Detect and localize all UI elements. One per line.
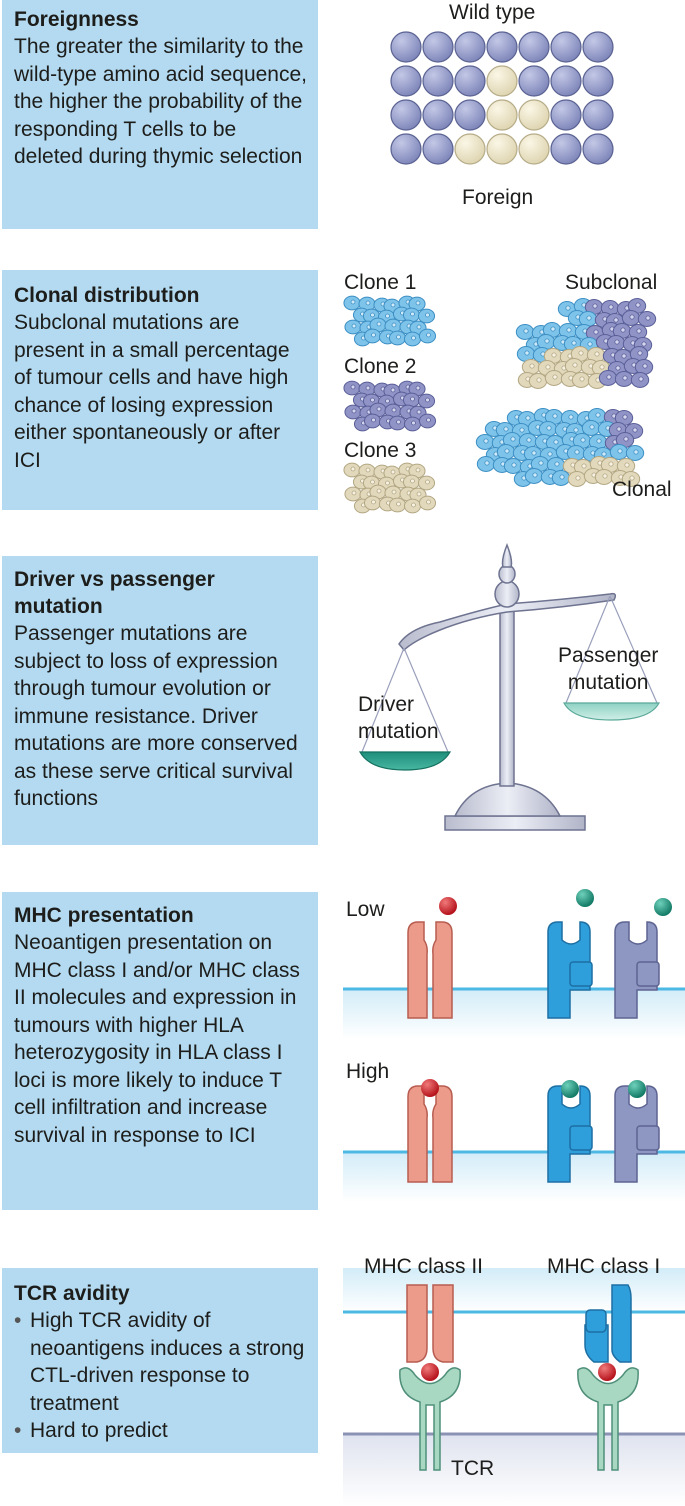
foreign-residue <box>454 133 486 165</box>
clone-3-label: Clone 3 <box>344 439 417 462</box>
panel-foreignness: Foreignness The greater the similarity t… <box>2 0 318 229</box>
panel-clonal-distribution: Clonal distribution Subclonal mutations … <box>2 270 318 510</box>
amino-acid-bead-rows <box>390 31 614 165</box>
label-line: Driver <box>358 693 414 716</box>
scale-finial <box>501 542 513 568</box>
wild-type-residue <box>390 99 422 131</box>
peptide <box>421 1079 439 1097</box>
panel-title: MHC presentation <box>14 904 194 927</box>
bullet-list: High TCR avidity of neoantigens induces … <box>14 1307 308 1445</box>
wild-type-residue <box>550 31 582 63</box>
clone-1-label: Clone 1 <box>344 271 417 294</box>
panel-title: Clonal distribution <box>14 284 200 307</box>
mhc-class-i-molecule <box>547 1085 593 1183</box>
peptide <box>654 898 672 916</box>
label-line: Passenger <box>558 644 659 667</box>
mhc-class-ii-molecule <box>406 1284 454 1363</box>
wild-type-residue <box>390 133 422 165</box>
mhc-class-i-molecule <box>614 921 660 1019</box>
foreign-label: Foreign <box>462 186 534 209</box>
bullet-item: High TCR avidity of neoantigens induces … <box>14 1307 308 1417</box>
driver-mutation-label: Driver mutation <box>358 691 439 745</box>
tumour-cell-clusters <box>343 295 657 514</box>
wild-type-residue <box>582 65 614 97</box>
passenger-mutation-label: Passenger mutation <box>558 642 658 696</box>
foreign-residue <box>486 133 518 165</box>
foreign-residue <box>518 99 550 131</box>
wild-type-residue <box>550 133 582 165</box>
mhc-presentation-diagram <box>343 889 685 1202</box>
tcr-label: TCR <box>451 1457 495 1480</box>
mhc-class-i-molecule <box>614 1085 660 1183</box>
peptide <box>561 1080 579 1098</box>
peptide <box>439 897 457 915</box>
clonal-cluster <box>475 408 645 487</box>
wild-type-residue <box>390 31 422 63</box>
wild-type-residue <box>582 99 614 131</box>
wild-type-residue <box>454 99 486 131</box>
wild-type-residue <box>518 65 550 97</box>
label-line: mutation <box>358 720 439 743</box>
panel-text: Neoantigen presentation on MHC class I a… <box>14 931 300 1147</box>
tcr-molecule <box>399 1367 461 1471</box>
mhc-class-ii-molecule <box>407 921 453 1019</box>
scale-dome <box>453 782 562 817</box>
wild-type-residue <box>550 99 582 131</box>
clone-1-cluster <box>343 295 437 347</box>
panel-title: Driver vs passenger mutation <box>14 568 215 618</box>
wild-type-label: Wild type <box>449 1 536 24</box>
subclonal-label: Subclonal <box>565 271 658 294</box>
wild-type-residue <box>390 65 422 97</box>
tcr-avidity-diagram <box>343 1268 685 1506</box>
passenger-pan <box>563 702 660 721</box>
scale-pillar <box>499 599 515 787</box>
clone-2-cluster <box>343 380 437 432</box>
wild-type-residue <box>422 31 454 63</box>
clone-2-label: Clone 2 <box>344 355 417 378</box>
wild-type-residue <box>422 65 454 97</box>
mhc-class-i-molecule <box>584 1284 632 1363</box>
mhc-class-ii-molecule <box>407 1085 453 1183</box>
driver-pan <box>358 751 452 771</box>
peptide <box>576 889 594 907</box>
panel-driver-vs-passenger: Driver vs passenger mutation Passenger m… <box>2 556 318 845</box>
panel-text: Passenger mutations are subject to loss … <box>14 622 298 810</box>
wild-type-residue <box>582 31 614 63</box>
peptide <box>598 1363 616 1381</box>
wild-type-residue <box>422 99 454 131</box>
panel-text: The greater the similarity to the wild-t… <box>14 35 307 168</box>
panel-title: TCR avidity <box>14 1282 130 1305</box>
wild-type-residue <box>486 31 518 63</box>
low-label: Low <box>346 898 385 921</box>
wild-type-residue <box>454 31 486 63</box>
label-line: mutation <box>567 671 649 694</box>
panel-mhc-presentation: MHC presentation Neoantigen presentation… <box>2 892 318 1210</box>
wild-type-residue <box>422 133 454 165</box>
mhc-class-i-molecule <box>547 921 593 1019</box>
peptide <box>628 1080 646 1098</box>
wild-type-residue <box>454 65 486 97</box>
foreign-residue <box>518 133 550 165</box>
bullet-item: Hard to predict <box>14 1417 308 1445</box>
scale-base <box>444 815 586 831</box>
panel-tcr-avidity: TCR avidity High TCR avidity of neoantig… <box>2 1268 318 1453</box>
mhc-class-ii-label: MHC class II <box>364 1255 484 1278</box>
balance-scale <box>358 542 660 831</box>
clone-3-cluster <box>343 462 437 514</box>
peptide <box>421 1363 439 1381</box>
tcr-molecule <box>577 1367 639 1471</box>
foreign-residue <box>486 65 518 97</box>
high-label: High <box>346 1060 390 1083</box>
panel-text: Subclonal mutations are present in a sma… <box>14 311 290 472</box>
mhc-class-i-label: MHC class I <box>547 1255 661 1278</box>
subclonal-cluster <box>515 298 657 389</box>
panel-title: Foreignness <box>14 8 139 31</box>
clonal-label: Clonal <box>612 478 672 501</box>
wild-type-residue <box>518 31 550 63</box>
wild-type-residue <box>550 65 582 97</box>
foreign-residue <box>486 99 518 131</box>
wild-type-residue <box>582 133 614 165</box>
